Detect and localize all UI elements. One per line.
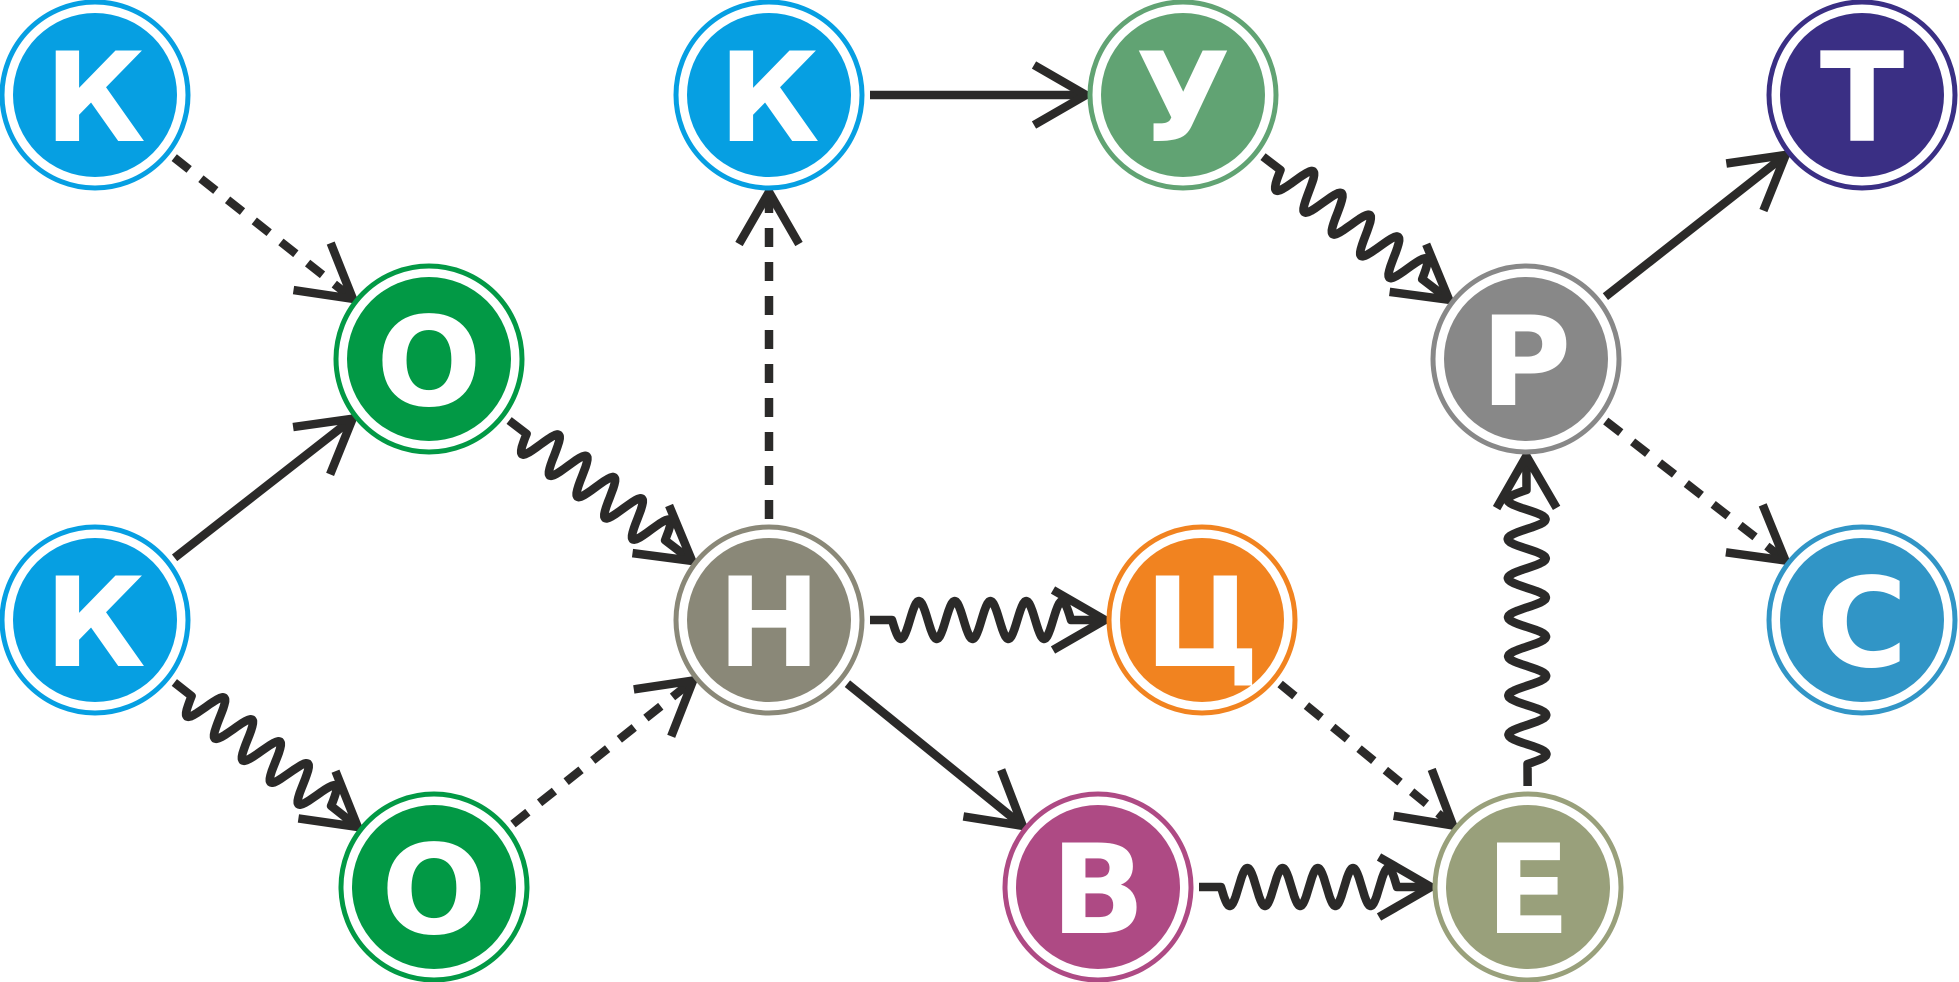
edge-o2-h (510, 675, 700, 828)
edge-line-dashed (171, 154, 356, 303)
node-r: Р (1430, 263, 1622, 455)
node-v: В (1002, 791, 1194, 982)
edge-h-k2 (735, 183, 803, 519)
node-k3: К (0, 524, 191, 716)
edge-line-wavy (1199, 863, 1431, 911)
node-disc (13, 538, 177, 702)
edge-line-dashed (1277, 680, 1456, 829)
node-letter: В (1051, 819, 1146, 963)
edge-r-t (1602, 149, 1793, 300)
edge-line-dashed (510, 677, 696, 828)
edge-e-r (1492, 447, 1561, 787)
edge-v-e (1199, 853, 1440, 921)
node-letter: К (44, 27, 145, 171)
arrowhead (1393, 767, 1460, 831)
node-k1: К (0, 0, 191, 191)
edge-h-ts (870, 586, 1114, 654)
node-o1: О (333, 263, 525, 455)
node-k2: К (673, 0, 865, 191)
arrowhead (962, 768, 1030, 832)
node-s: С (1766, 524, 1958, 716)
arrowhead (1492, 447, 1561, 511)
node-letter: О (381, 819, 486, 963)
node-letter: С (1816, 552, 1907, 696)
node-h: Н (673, 524, 865, 716)
arrowhead (292, 413, 360, 476)
node-disc (687, 13, 851, 177)
node-letter: У (1135, 27, 1231, 171)
node-t: Т (1766, 0, 1958, 191)
edge-line-solid (1602, 151, 1789, 300)
node-letter: К (44, 552, 145, 696)
node-disc (1101, 13, 1265, 177)
node-disc (1120, 538, 1284, 702)
node-letter: О (376, 291, 481, 435)
edge-line-wavy (506, 417, 695, 565)
node-disc (1446, 805, 1610, 969)
arrowhead (297, 769, 365, 833)
edge-ts-e (1277, 680, 1460, 831)
arrowhead (1389, 242, 1456, 305)
node-disc (352, 805, 516, 969)
node-disc (1444, 277, 1608, 441)
arrowhead (1725, 503, 1793, 566)
node-ts: Ц (1106, 524, 1298, 716)
node-disc (1016, 805, 1180, 969)
edge-line-wavy (870, 596, 1105, 644)
arrowhead (1725, 149, 1793, 213)
node-letter: Н (717, 552, 821, 696)
edge-line-wavy (171, 679, 361, 831)
node-disc (347, 277, 511, 441)
edges-layer (171, 61, 1793, 921)
node-u: У (1087, 0, 1279, 191)
edge-o1-h (506, 417, 699, 567)
edge-u-r (1260, 153, 1456, 305)
node-disc (13, 13, 177, 177)
edge-k1-o1 (171, 154, 360, 305)
edge-r-s (1603, 417, 1793, 566)
arrowhead (631, 503, 699, 567)
node-disc (1780, 13, 1944, 177)
edge-k3-o1 (171, 413, 360, 562)
node-letter: Р (1481, 291, 1572, 435)
edge-k2-u (870, 61, 1095, 129)
edge-line-solid (171, 415, 356, 562)
edge-k3-o2 (171, 679, 365, 833)
node-disc (687, 538, 851, 702)
node-letter: Е (1486, 819, 1571, 963)
edge-line-dashed (1603, 417, 1789, 564)
arrowhead (1050, 586, 1114, 654)
node-disc (1780, 538, 1944, 702)
edge-line-wavy (1503, 455, 1551, 787)
edge-line-solid (844, 680, 1026, 830)
arrowhead (292, 241, 360, 305)
edge-h-v (844, 680, 1030, 832)
arrowhead (1031, 61, 1095, 129)
edge-line-wavy (1260, 153, 1452, 304)
arrowhead (633, 675, 700, 738)
node-letter: К (718, 27, 819, 171)
node-letter: Ц (1144, 552, 1259, 696)
node-e: Е (1432, 791, 1624, 982)
arrowhead (735, 183, 803, 247)
arrowhead (1376, 853, 1440, 921)
node-letter: Т (1820, 27, 1905, 171)
node-o2: О (338, 791, 530, 982)
